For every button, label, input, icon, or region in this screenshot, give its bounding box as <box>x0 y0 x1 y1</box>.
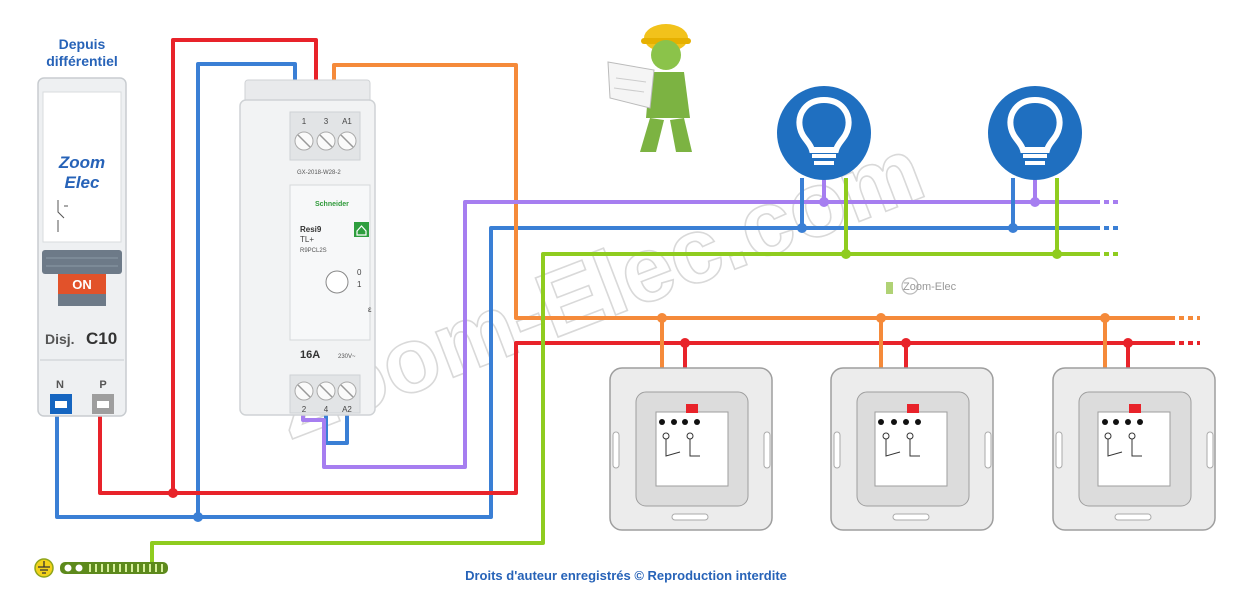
lamp-1 <box>777 86 871 180</box>
pushbutton-1 <box>609 367 773 531</box>
relay-type: TL+ <box>300 235 314 244</box>
pushbutton-3 <box>1052 367 1216 531</box>
breaker-state-indicator <box>58 274 106 294</box>
breaker-brand-line2: Elec <box>65 173 101 192</box>
lamp-icon <box>1007 96 1063 165</box>
switch-icon <box>662 432 700 457</box>
circuit-breaker: Zoom Elec ON Disj. C10 N P <box>37 77 127 417</box>
relay-top-terminals: 1 3 A1 <box>294 117 357 151</box>
relay-series: Resi9 <box>300 225 322 234</box>
lamp-icon <box>796 96 852 165</box>
earth-bar <box>34 558 168 578</box>
relay-bottom-terminals: 2 4 A2 <box>294 381 357 414</box>
source-label-line1: Depuis <box>59 36 106 52</box>
earth-wire <box>150 252 1095 562</box>
relay-maker: Schneider <box>315 201 349 208</box>
breaker-rating-prefix: Disj. <box>45 331 75 347</box>
relay-terminal-4-label: 4 <box>324 405 329 414</box>
breaker-symbol-icon <box>57 200 68 232</box>
relay-terminal-1-label: 1 <box>302 117 307 126</box>
switch-icon <box>1104 432 1142 457</box>
source-label-line2: différentiel <box>46 53 118 69</box>
relay-terminal-3-label: 3 <box>324 117 329 126</box>
relay-manual-knob[interactable] <box>325 270 349 294</box>
relay-reference: R9PCL2S <box>300 248 327 254</box>
relay-terminal-2-label: 2 <box>302 405 307 414</box>
copyright-notice: Droits d'auteur enregistrés © Reproducti… <box>465 568 787 583</box>
home-icon <box>354 222 369 237</box>
relay-mode-0: 0 <box>357 268 362 277</box>
worker-icon <box>607 24 692 152</box>
breaker-brand-line1: Zoom <box>58 153 105 172</box>
earth-icon <box>34 558 54 578</box>
terminal-n-label: N <box>56 379 64 391</box>
phase-to-relay-wire <box>171 38 318 493</box>
lamp-2 <box>988 86 1082 180</box>
relay-rating: 16A <box>300 349 320 361</box>
breaker-rating: C10 <box>86 329 117 348</box>
phase-wire <box>98 341 1170 495</box>
switch-icon <box>882 432 920 457</box>
terminal-p-label: P <box>99 379 106 391</box>
pushbutton-2 <box>830 367 994 531</box>
lamp-return-wire <box>301 200 1095 469</box>
breaker-handle[interactable] <box>42 250 122 274</box>
relay-mode-1: 1 <box>357 280 362 289</box>
relay-terminal-a2-label: A2 <box>342 405 352 414</box>
relay-voltage: 230V~ <box>338 354 356 360</box>
relay-mark: ε <box>368 305 372 314</box>
junctions <box>168 197 1133 522</box>
impulse-relay: 1 3 A1 GX-2018-W28-2 Schneider Resi9 TL+… <box>239 79 376 416</box>
breaker-state-label: ON <box>72 277 92 292</box>
relay-code: GX-2018-W28-2 <box>297 170 341 176</box>
neutral-wire <box>55 226 1095 519</box>
relay-terminal-a1-label: A1 <box>342 117 352 126</box>
watermark-logo: Zoom-Elec <box>903 281 957 293</box>
